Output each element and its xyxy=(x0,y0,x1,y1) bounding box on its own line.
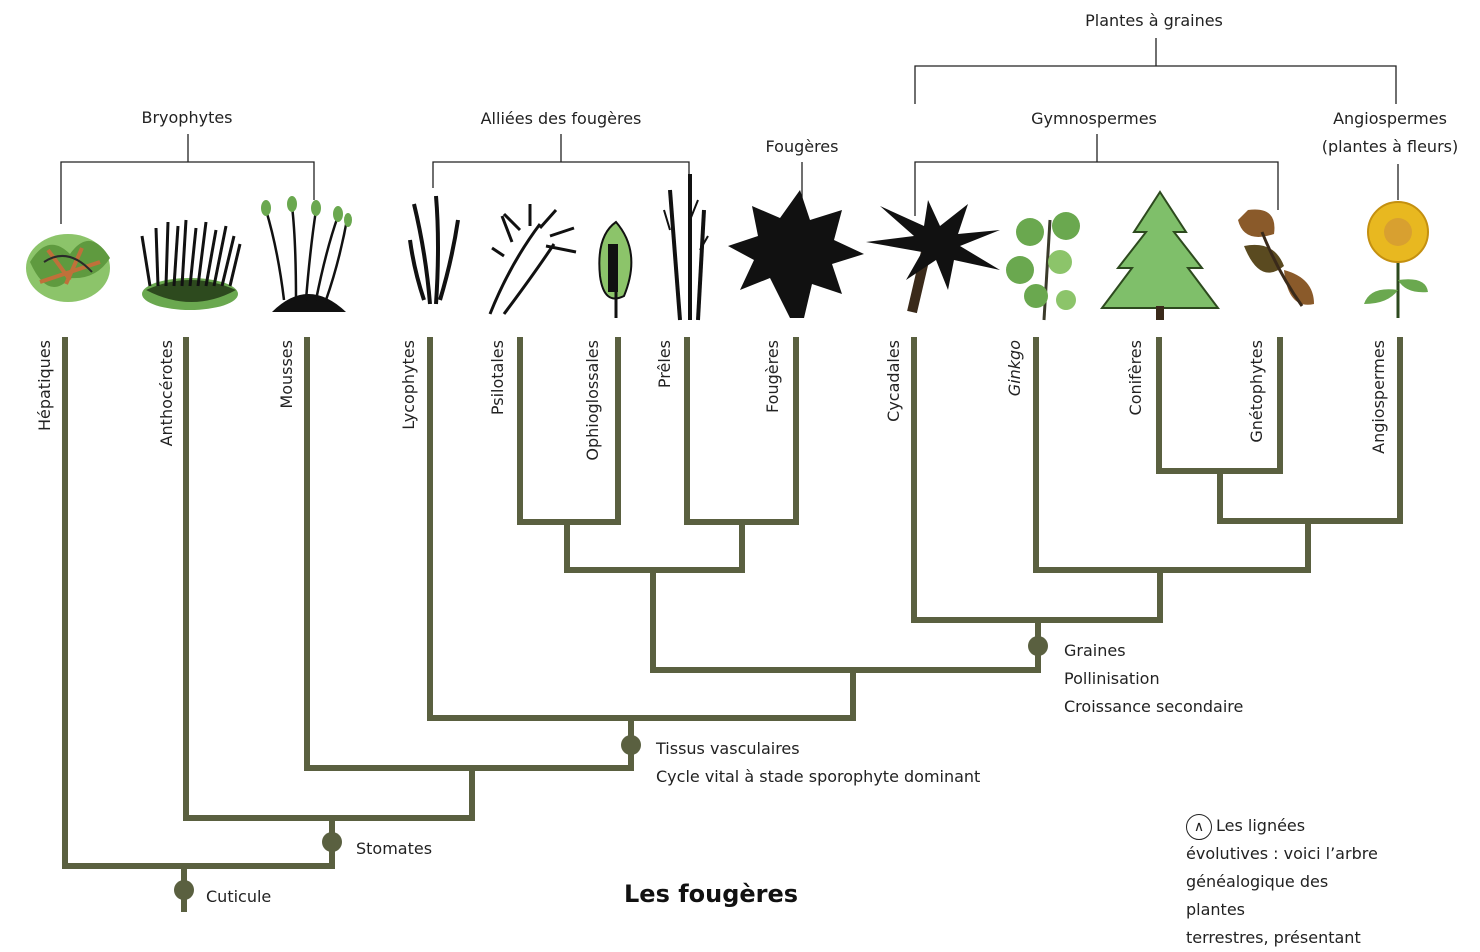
node-vascular xyxy=(621,735,641,755)
char-label-stomata: Stomates xyxy=(356,839,432,858)
horsetail-illustration xyxy=(664,174,708,320)
conifer-illustration xyxy=(1102,192,1218,320)
taxon-label-fougeres: Fougères xyxy=(763,340,782,413)
char-label-vascular-2: Cycle vital à stade sporophyte dominant xyxy=(656,767,980,786)
char-label-seeds-3: Croissance secondaire xyxy=(1064,697,1243,716)
char-label-vascular-1: Tissus vasculaires xyxy=(655,739,800,758)
taxon-label-gnetophytes: Gnétophytes xyxy=(1247,340,1266,443)
up-chevron-icon: ∧ xyxy=(1186,814,1212,840)
group-label-gymnosperms: Gymnospermes xyxy=(1031,109,1157,128)
taxon-label-hepatiques: Hépatiques xyxy=(35,340,54,431)
plant-illustrations xyxy=(26,174,1428,320)
branch-ferns-clade xyxy=(567,522,742,570)
branch-psilotales-ophioglossales xyxy=(520,340,618,522)
branch-ginkgo-join xyxy=(1036,340,1308,570)
taxon-label-lycophytes: Lycophytes xyxy=(399,340,418,430)
cladogram-svg: Plantes à graines Bryophytes Alliées des… xyxy=(0,0,1480,912)
group-labels: Plantes à graines Bryophytes Alliées des… xyxy=(141,11,1458,156)
psilotum-illustration xyxy=(490,204,576,314)
caption-line-3: généalogique des plantes xyxy=(1186,868,1386,924)
char-label-seeds-1: Graines xyxy=(1064,641,1126,660)
ophioglossum-illustration xyxy=(599,222,631,318)
taxon-label-cycadales: Cycadales xyxy=(884,340,903,422)
moss-illustration xyxy=(261,196,352,312)
taxon-label-ginkgo: Ginkgo xyxy=(1005,340,1024,396)
group-label-angiosperms: Angiospermes xyxy=(1333,109,1447,128)
taxon-label-coniferes: Conifères xyxy=(1126,340,1145,415)
group-label-ferns: Fougères xyxy=(766,137,839,156)
ginkgo-illustration xyxy=(1006,212,1080,320)
bracket-fern-allies xyxy=(433,134,689,188)
caption-text-1: Les lignées xyxy=(1216,816,1305,835)
gnetophyte-illustration xyxy=(1238,210,1314,307)
taxon-label-mousses: Mousses xyxy=(277,340,296,409)
group-label-fern-allies: Alliées des fougères xyxy=(481,109,642,128)
char-label-cuticle: Cuticule xyxy=(206,887,271,906)
caption-line-4: terrestres, présentant xyxy=(1186,924,1386,952)
bracket-gymnosperms xyxy=(915,134,1278,216)
group-label-bryophytes: Bryophytes xyxy=(141,108,232,127)
hornwort-illustration xyxy=(142,220,240,310)
node-cuticle xyxy=(174,880,194,900)
section-title: Les fougères xyxy=(624,880,798,908)
branch-liverworts-join xyxy=(65,340,332,866)
bracket-seed-plants xyxy=(915,38,1396,104)
liverwort-illustration xyxy=(26,234,110,302)
cycad-illustration xyxy=(866,200,1000,312)
node-seeds xyxy=(1028,636,1048,656)
character-labels: Cuticule Stomates Tissus vasculaires Cyc… xyxy=(206,641,1243,906)
taxon-label-preles: Prêles xyxy=(655,340,674,388)
group-label-angiosperms-sub: (plantes à fleurs) xyxy=(1322,137,1458,156)
cladogram: Plantes à graines Bryophytes Alliées des… xyxy=(0,0,1480,912)
fern-illustration xyxy=(728,190,864,318)
taxon-labels: Hépatiques Anthocérotes Mousses Lycophyt… xyxy=(35,340,1388,461)
figure-caption: ∧Les lignées évolutives : voici l’arbre … xyxy=(1186,812,1386,952)
char-label-seeds-2: Pollinisation xyxy=(1064,669,1160,688)
taxon-label-psilotales: Psilotales xyxy=(488,340,507,415)
taxon-label-anthocerotes: Anthocérotes xyxy=(157,340,176,446)
node-stomata xyxy=(322,832,342,852)
taxon-label-ophioglossales: Ophioglossales xyxy=(583,340,602,461)
taxon-label-angiospermes: Angiospermes xyxy=(1369,340,1388,454)
sunflower-illustration xyxy=(1364,202,1428,318)
bracket-bryophytes xyxy=(61,134,314,224)
group-label-seed-plants: Plantes à graines xyxy=(1085,11,1223,30)
caption-line-2: évolutives : voici l’arbre xyxy=(1186,840,1386,868)
lycophyte-illustration xyxy=(410,196,458,304)
group-brackets xyxy=(61,38,1398,224)
caption-line-1: ∧Les lignées xyxy=(1186,812,1386,840)
